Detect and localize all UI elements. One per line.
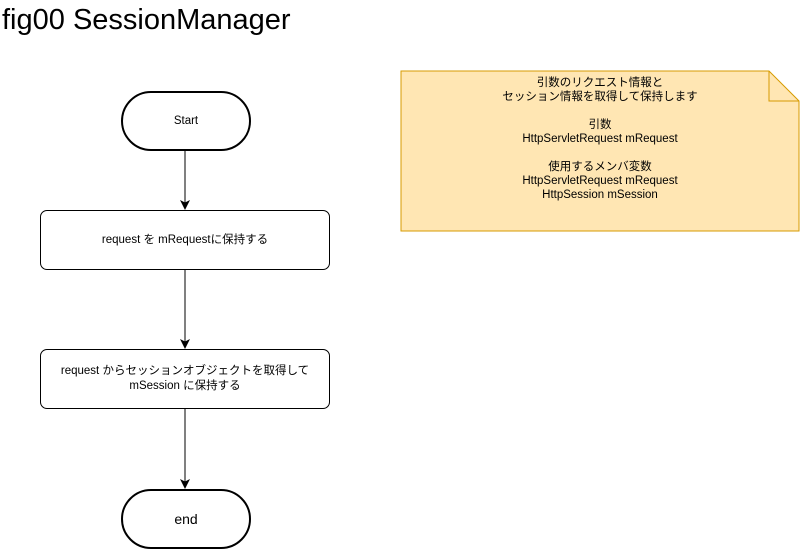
process-store-session[interactable]: request からセッションオブジェクトを取得して mSession に保持す… [40, 349, 330, 409]
note-fold [768, 71, 799, 102]
process-store-request-label: request を mRequestに保持する [101, 233, 269, 246]
note-description: 引数のリクエスト情報と セッション情報を取得して保持します [502, 77, 698, 103]
note-content: 引数のリクエスト情報と セッション情報を取得して保持します 引数 HttpSer… [401, 76, 799, 202]
start-label: Start [173, 114, 199, 127]
process-store-request[interactable]: request を mRequestに保持する [40, 210, 330, 270]
note-shape [400, 70, 800, 232]
note-arguments: 引数 HttpServletRequest mRequest [522, 119, 678, 145]
process-store-session-label: request からセッションオブジェクトを取得して mSession に保持す… [60, 365, 310, 392]
note-member-variables: 使用するメンバ変数 HttpServletRequest mRequest Ht… [522, 161, 678, 201]
diagram-title: fig00 SessionManager [2, 4, 291, 36]
start-node[interactable]: Start [121, 91, 251, 151]
end-label: end [174, 510, 198, 527]
end-node[interactable]: end [121, 489, 251, 549]
